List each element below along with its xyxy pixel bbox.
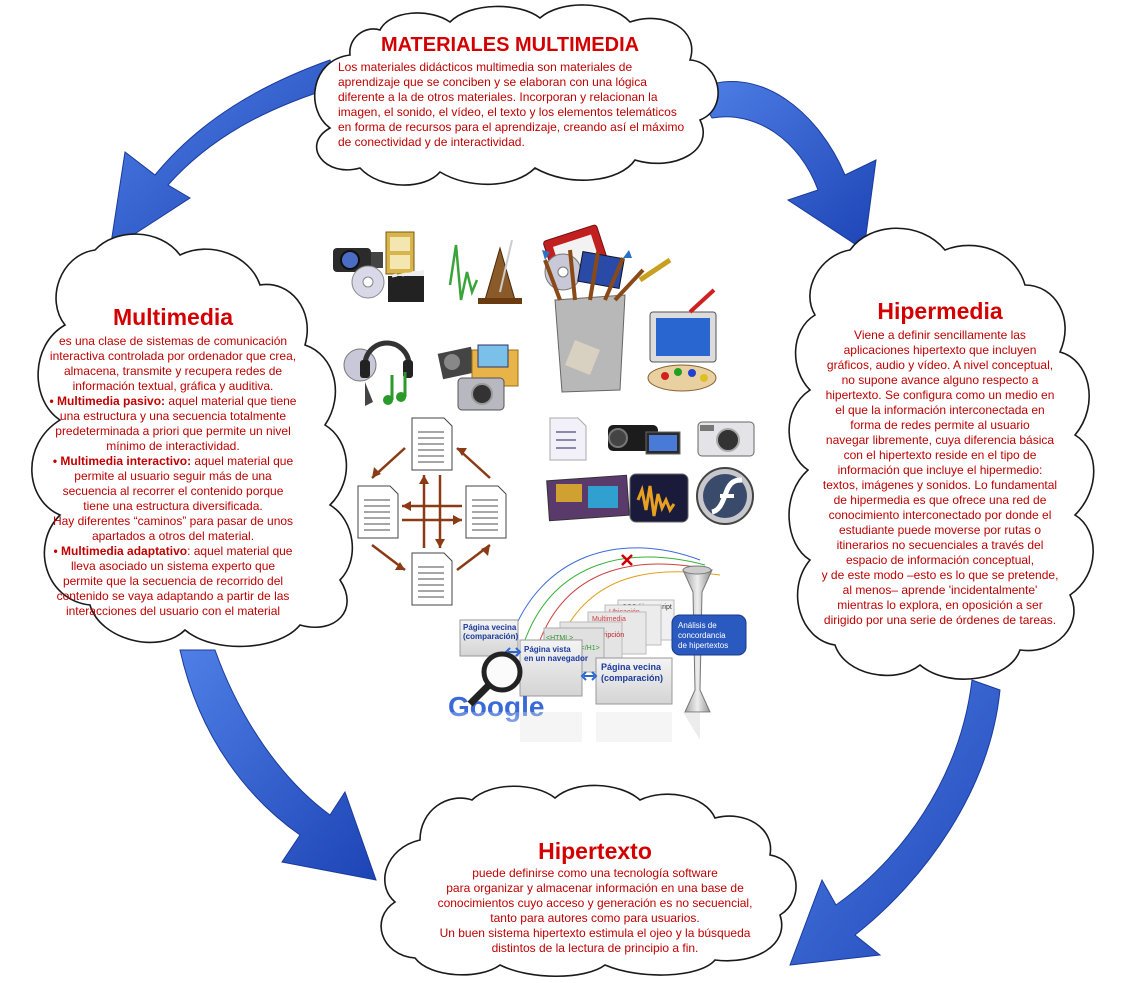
text-materiales-multimedia: Los materiales didácticos multimedia son…	[338, 60, 688, 150]
text-line: • Multimedia adaptativo: aquel material …	[38, 544, 308, 559]
text-line: forma de redes permite al usuario	[850, 418, 1030, 432]
text-line: permite al usuario seguir más de una	[74, 469, 272, 483]
monitor-palette-icon	[647, 288, 717, 392]
text-line: Hay diferentes “caminos” para pasar de u…	[52, 514, 294, 528]
reflection	[520, 712, 700, 742]
text-line: apartados a otros del material.	[91, 529, 255, 543]
text-line: lleva asociado un sistema experto que	[70, 559, 276, 573]
text-line: conocimientos cuyo acceso y generación e…	[437, 896, 753, 910]
text-line: hipertexto. Se configura como un medio e…	[825, 388, 1055, 402]
text-line: • Multimedia interactivo: aquel material…	[38, 454, 308, 469]
text-line: el que la información interconectada en	[835, 403, 1045, 417]
text-line: predeterminada a priori que permite un n…	[55, 424, 291, 438]
title-hipermedia: Hipermedia	[877, 298, 1003, 324]
text-line: aplicaciones hipertexto que incluyen	[843, 343, 1037, 357]
film-dvd-icon	[543, 224, 625, 291]
text-line: para organizar y almacenar información e…	[446, 881, 744, 895]
text-line: Los materiales didácticos multimedia son…	[338, 60, 633, 74]
text-hipermedia: Viene a definir sencillamente las aplica…	[800, 328, 1080, 628]
title-multimedia: Multimedia	[112, 304, 234, 330]
text-line: al menos– aprende 'incidentalmente'	[842, 583, 1038, 597]
label-multimedia-interactivo: • Multimedia interactivo:	[52, 454, 192, 468]
text-line: mientras lo explora, en oposición a ser	[837, 598, 1043, 612]
text-line: contenido se vaya adaptando a partir de …	[56, 589, 290, 603]
art-brushes-icon	[542, 249, 672, 393]
text-line: gráficos, audio y vídeo. A nivel concept…	[826, 358, 1054, 372]
video-camera-icon	[333, 231, 424, 302]
text-line: es una clase de sistemas de comunicación	[58, 334, 288, 348]
cloud-left	[31, 233, 354, 648]
text-fragment: aquel material que	[191, 454, 294, 468]
cloud-right	[788, 227, 1095, 680]
text-line: textos, imágenes y sonidos. Lo fundament…	[822, 478, 1058, 492]
label-comparacion-1: (comparación)	[463, 632, 518, 641]
text-line: información que incluye el hipermedio:	[837, 463, 1043, 477]
text-line: interactiva controlada por ordenador que…	[49, 349, 297, 363]
text-line: dirigido por una serie de órdenes de tar…	[823, 613, 1057, 627]
metronome-sound-icon	[448, 239, 522, 304]
text-line: de conectividad y de interactividad.	[338, 135, 525, 149]
text-line: distintos de la lectura de principio a f…	[491, 941, 699, 955]
text-multimedia: es una clase de sistemas de comunicación…	[38, 334, 308, 619]
text-line: Viene a definir sencillamente las	[854, 328, 1026, 342]
arrow-top-right	[694, 81, 877, 251]
label-pagina-vecina-1: Página vecina	[463, 623, 517, 632]
media-icons-grid	[546, 417, 755, 525]
text-line: navegar libremente, cuya diferencia bási…	[825, 433, 1055, 447]
hypertext-analysis-diagram: Página vecina (comparación) CSS / javasc…	[440, 547, 747, 758]
label-html-tag: <HTML>	[546, 635, 573, 642]
text-line: imagen, el sonido, el vídeo, el texto y …	[338, 105, 677, 119]
arrow-top-left	[109, 59, 339, 252]
label-pagina-vista: Página vista	[524, 645, 571, 654]
text-line: no supone avance alguno respecto a	[841, 373, 1039, 387]
text-line: permite que la secuencia de recorrido de…	[62, 574, 284, 588]
music-headphones-icon	[343, 340, 413, 406]
label-concordancia: concordancia	[678, 631, 726, 640]
text-line: secuencia al recorrer el contenido porqu…	[62, 484, 284, 498]
text-line: tanto para autores como para usuarios.	[490, 911, 700, 925]
text-line: itinerarios no secuenciales a través del	[836, 538, 1044, 552]
text-line: con el hipertexto reside en el tipo de	[843, 448, 1037, 462]
text-line: conocimiento interconectado por donde el	[828, 508, 1052, 522]
label-multimedia-adaptativo: • Multimedia adaptativo	[53, 544, 188, 558]
cloud-top	[313, 4, 719, 186]
text-line: espacio de información conceptual,	[845, 553, 1035, 567]
camera-folder-icon	[437, 344, 519, 411]
text-hipertexto: puede definirse como una tecnología soft…	[400, 866, 790, 956]
label-multimedia: Multimedia	[592, 616, 626, 623]
text-line: información textual, gráfica y auditiva.	[72, 379, 274, 393]
label-analisis: Análisis de	[678, 621, 717, 630]
text-line: aprendizaje que se conciben y se elabora…	[338, 75, 647, 89]
cloud-bottom	[380, 784, 797, 977]
arrow-left-bottom	[179, 649, 377, 881]
label-en-navegador: en un navegador	[524, 654, 588, 663]
text-fragment: : aquel material que	[187, 544, 293, 558]
text-line: puede definirse como una tecnología soft…	[472, 866, 718, 880]
arrow-right-bottom	[789, 679, 1001, 966]
text-line: interacciones del usuario con el materia…	[65, 604, 281, 618]
text-line: mínimo de interactividad.	[106, 439, 240, 453]
text-line: en forma de recursos para el aprendizaje…	[338, 120, 685, 134]
magnifier-icon	[467, 651, 523, 707]
label-comparacion-2: (comparación)	[601, 673, 663, 683]
title-hipertexto: Hipertexto	[538, 838, 652, 864]
document-network-diagram	[357, 417, 507, 606]
text-line: tiene una estructura diversificada.	[83, 499, 263, 513]
label-multimedia-pasivo: • Multimedia pasivo:	[49, 394, 166, 408]
text-line: una estructura y una secuencia totalment…	[59, 409, 287, 423]
text-line: Un buen sistema hipertexto estimula el o…	[439, 926, 751, 940]
text-line: • Multimedia pasivo: aquel material que …	[38, 394, 308, 409]
text-line: de hipermedia es que ofrece una red de	[833, 493, 1047, 507]
text-line: almacena, transmite y recupera redes de	[63, 364, 283, 378]
text-line: estudiante puede moverse por rutas o	[838, 523, 1042, 537]
title-materiales-multimedia: MATERIALES MULTIMEDIA	[380, 34, 640, 56]
text-line: y de este modo –esto es lo que se preten…	[821, 568, 1059, 582]
text-line: diferente a la de otros materiales. Inco…	[338, 90, 658, 104]
label-pagina-vecina-2: Página vecina	[601, 662, 662, 672]
text-fragment: aquel material que tiene	[165, 394, 297, 408]
label-hipertextos: de hipertextos	[678, 641, 728, 650]
